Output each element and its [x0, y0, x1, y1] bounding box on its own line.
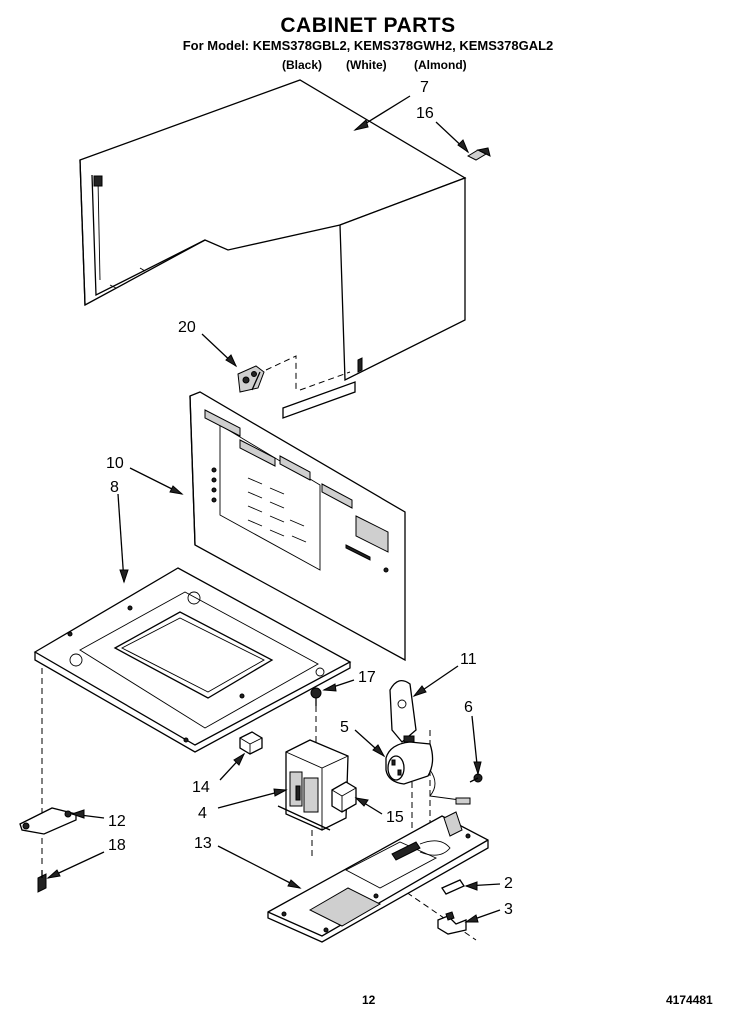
- callout-7: 7: [420, 79, 429, 96]
- cabinet-wrapper: [79, 79, 467, 382]
- color-variants: (Black) (White) (Almond): [282, 58, 494, 72]
- latch-bracket-20: [237, 365, 265, 393]
- callout-5: 5: [340, 719, 349, 736]
- page-title: CABINET PARTS: [280, 14, 456, 37]
- model-list: For Model: KEMS378GBL2, KEMS378GWH2, KEM…: [182, 38, 554, 53]
- document-part-number: 4174481: [666, 993, 713, 1007]
- transformer-4: [277, 739, 349, 831]
- callout-2: 2: [504, 875, 513, 892]
- callout-3: 3: [504, 901, 513, 918]
- callout-8: 8: [110, 479, 119, 496]
- callout-17: 17: [358, 669, 376, 686]
- clip-3: [437, 911, 467, 935]
- callout-20: 20: [178, 319, 196, 336]
- color-almond: (Almond): [414, 58, 467, 72]
- screw-17: [310, 687, 322, 706]
- callout-15: 15: [386, 809, 404, 826]
- rear-panel-10: [189, 391, 406, 662]
- page-number: 12: [362, 993, 376, 1007]
- screw-6: [469, 773, 483, 783]
- foot-bracket-12: [19, 807, 77, 835]
- callout-4: 4: [198, 805, 207, 822]
- callout-14: 14: [192, 779, 210, 796]
- screw-18: [37, 870, 47, 893]
- callout-18: 18: [108, 837, 126, 854]
- pin-2: [441, 879, 465, 895]
- callout-13: 13: [194, 835, 212, 852]
- color-black: (Black): [282, 58, 323, 72]
- callout-leaders: [46, 95, 501, 923]
- callout-10: 10: [106, 455, 124, 472]
- callout-16: 16: [416, 105, 434, 122]
- screw-16: [466, 147, 491, 161]
- capacitor-5: [385, 741, 471, 805]
- callout-6: 6: [464, 699, 473, 716]
- fuse-holder-11: [389, 679, 417, 743]
- spacer-14: [239, 731, 263, 755]
- color-white: (White): [346, 58, 387, 72]
- base-pan-8: [33, 567, 352, 753]
- bottom-plate-13: [267, 811, 489, 943]
- diode-15: [331, 781, 357, 813]
- callout-11: 11: [460, 651, 477, 668]
- callout-12: 12: [108, 813, 126, 830]
